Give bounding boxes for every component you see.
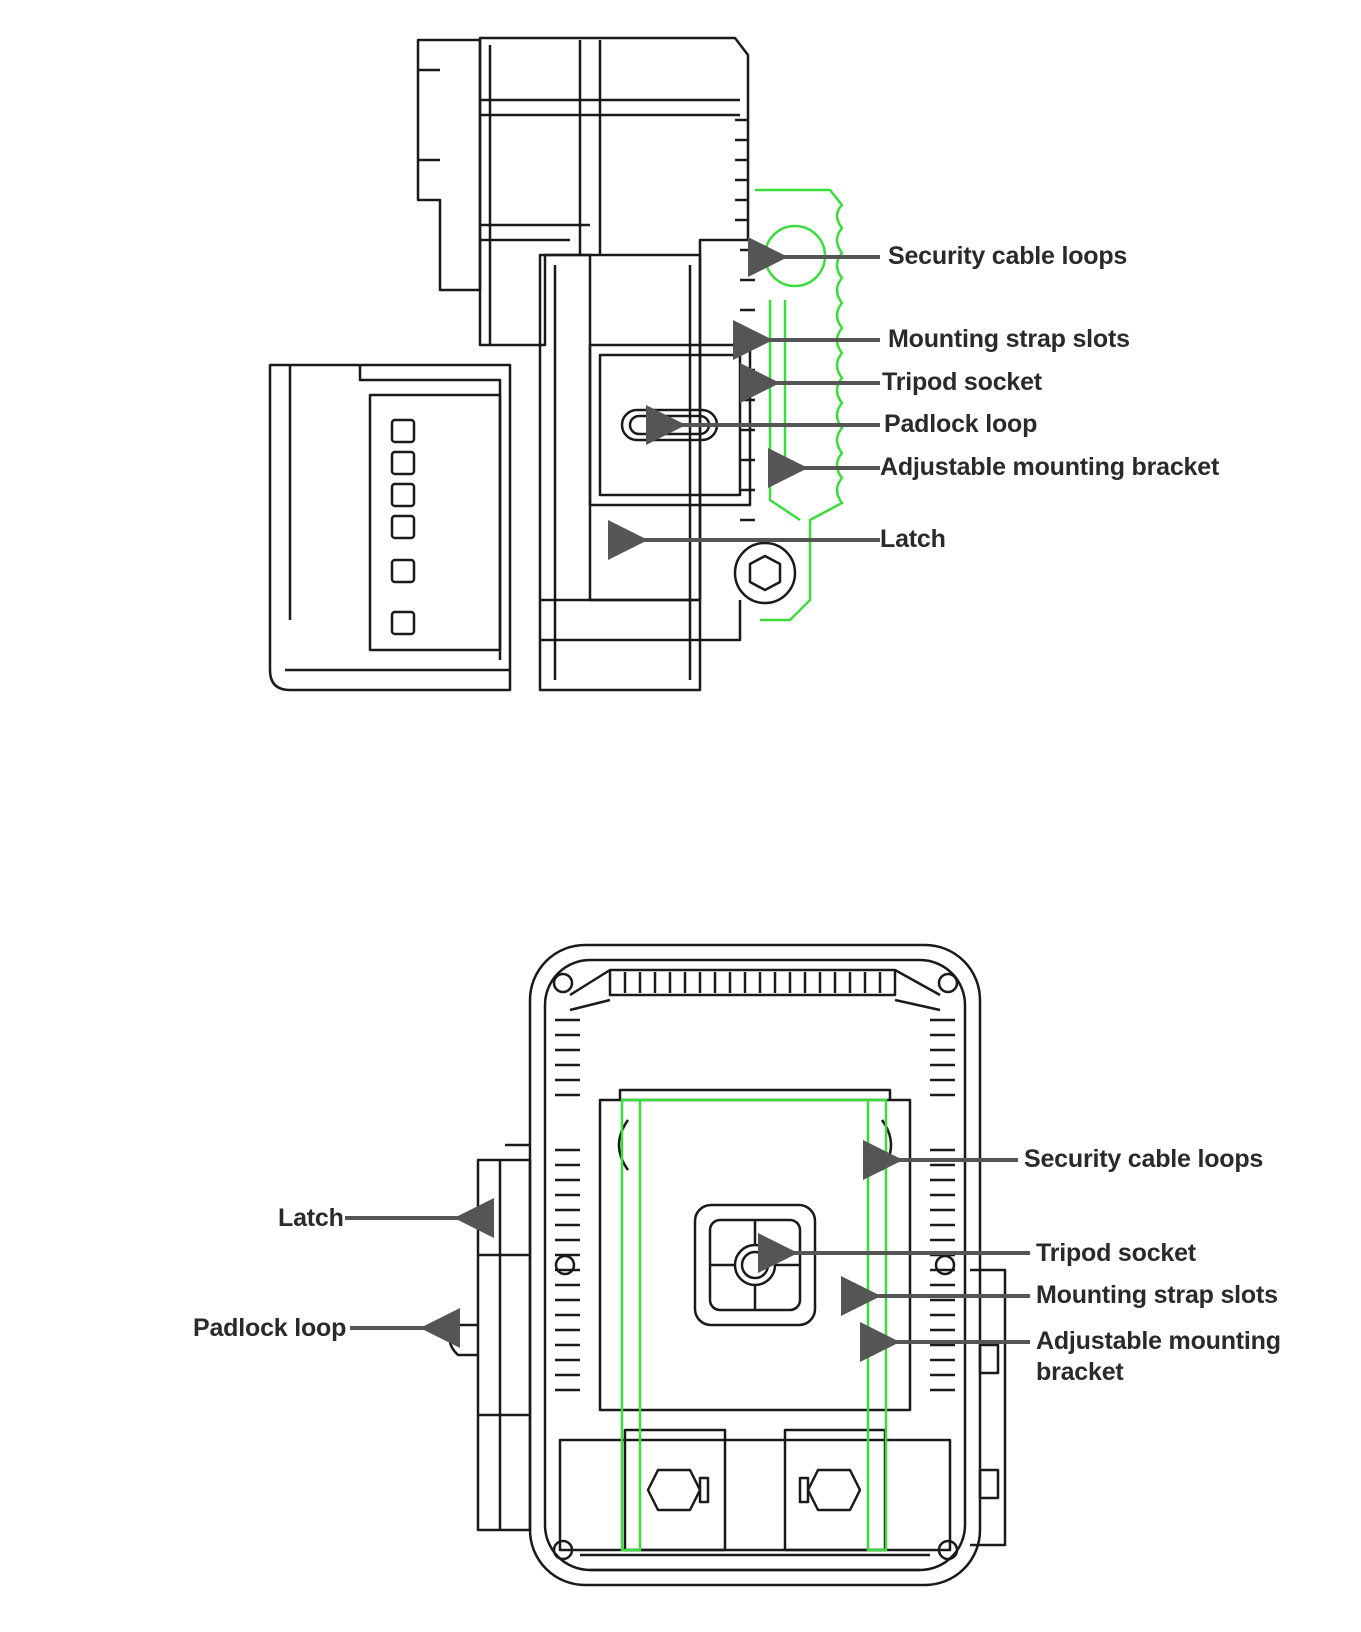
back-label-latch: Latch	[278, 1204, 344, 1232]
back-label-mounting-strap-slots: Mounting strap slots	[1036, 1281, 1278, 1309]
side-label-security-cable-loops: Security cable loops	[888, 242, 1128, 270]
security-cable-loop-left	[617, 1119, 630, 1171]
side-view-callout-arrows	[608, 237, 880, 560]
bracket-outline-back	[620, 1098, 888, 1552]
camera-top-housing	[478, 36, 750, 602]
side-view-drawing	[268, 36, 880, 692]
latch-back-view	[476, 1158, 532, 1532]
bracket-outline-side	[755, 188, 844, 622]
back-label-padlock-loop: Padlock loop	[193, 1314, 347, 1342]
camera-lens-block	[268, 363, 512, 692]
padlock-loop-back	[448, 1323, 478, 1357]
mounting-plate	[598, 1098, 912, 1412]
security-cable-loop-right	[880, 1119, 893, 1171]
side-label-mounting-strap-slots: Mounting strap slots	[888, 325, 1130, 353]
side-label-tripod-socket: Tripod socket	[882, 368, 1042, 396]
camera-back-housing	[528, 943, 982, 1587]
side-label-latch: Latch	[880, 525, 946, 553]
back-label-tripod-socket: Tripod socket	[1036, 1239, 1196, 1267]
latch-knob	[733, 541, 797, 605]
side-label-adjustable-mounting-bracket: Adjustable mounting bracket	[880, 453, 1220, 481]
back-label-adjustable-mounting-bracket: Adjustable mounting bracket	[1036, 1327, 1281, 1387]
camera-body-side	[538, 253, 702, 692]
back-view-callout-arrows	[345, 1140, 1030, 1362]
side-label-padlock-loop: Padlock loop	[884, 410, 1038, 438]
back-label-security-cable-loops: Security cable loops	[1024, 1145, 1264, 1173]
tripod-socket-housing	[693, 1203, 817, 1327]
tripod-socket	[733, 1243, 777, 1287]
